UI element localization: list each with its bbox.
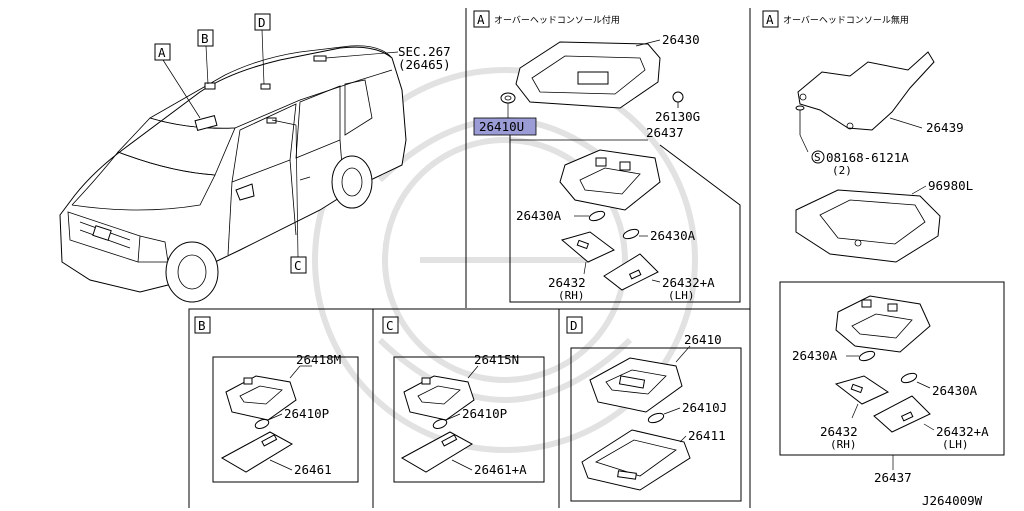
part-26418m: 26418M	[296, 352, 341, 367]
part-26130g: 26130G	[655, 109, 700, 124]
part-26410u: 26410U	[479, 119, 524, 134]
part-26461: 26461	[294, 462, 332, 477]
part-26410u-highlight[interactable]	[473, 117, 537, 136]
panel-a-letter: A	[477, 12, 485, 27]
part-26437: 26437	[646, 125, 684, 140]
panel-c-letter: C	[386, 318, 394, 333]
panel-frames	[188, 8, 751, 508]
part-26415n: 26415N	[474, 352, 519, 367]
panel-b-letter: B	[198, 318, 206, 333]
callout-c: C	[294, 258, 302, 273]
diagram-id: J264009W	[922, 493, 983, 508]
panel-a-without-console: A オーバーヘッドコンソール無用 26439 S 08168-6121A (2)…	[762, 10, 1005, 485]
panel-a2-letter: A	[766, 12, 774, 27]
part-26432a: 26432+A	[662, 275, 715, 290]
panel-a-caption: オーバーヘッドコンソール付用	[494, 15, 620, 26]
part-26410p-b: 26410P	[284, 406, 329, 421]
panel-d-letter: D	[570, 318, 578, 333]
part-26432: 26432	[548, 275, 586, 290]
part-26430: 26430	[662, 32, 700, 47]
callout-d: D	[258, 15, 266, 30]
part-26411: 26411	[688, 428, 726, 443]
part-26432-b-sub: (RH)	[830, 438, 857, 451]
panel-a-with-console: A オーバーヘッドコンソール付用 26430 26130G 26410U 264…	[473, 10, 741, 303]
panel-a2-caption: オーバーヘッドコンソール無用	[783, 14, 909, 26]
vehicle-drawing	[59, 45, 407, 303]
sec-ref-line2: (26465)	[398, 57, 451, 72]
part-26430a-left: 26430A	[516, 208, 562, 223]
part-26437-b: 26437	[874, 470, 912, 485]
vehicle-callouts: A B D C SEC.267 (26465)	[154, 13, 451, 274]
part-26432a-b-sub: (LH)	[942, 438, 969, 451]
part-26410p-c: 26410P	[462, 406, 507, 421]
part-26439: 26439	[926, 120, 964, 135]
part-bolt: 08168-6121A	[826, 150, 909, 165]
part-26461a: 26461+A	[474, 462, 527, 477]
part-26432a-sub: (LH)	[668, 289, 695, 302]
part-96980l: 96980L	[928, 178, 973, 193]
part-26430a-right: 26430A	[650, 228, 696, 243]
callout-b: B	[201, 31, 209, 46]
part-26410j: 26410J	[682, 400, 727, 415]
bolt-symbol: S	[814, 151, 821, 164]
part-26430a-b-left: 26430A	[792, 348, 838, 363]
part-26432-sub: (RH)	[558, 289, 585, 302]
part-bolt-qty: (2)	[832, 164, 852, 177]
part-26430a-b-right: 26430A	[932, 383, 978, 398]
panel-b: B 26418M 26410P 26461	[194, 316, 359, 483]
part-26432-b: 26432	[820, 424, 858, 439]
part-26432a-b: 26432+A	[936, 424, 989, 439]
panel-c: C 26415N 26410P 26461+A	[382, 316, 545, 483]
sec-ref-line1: SEC.267	[398, 44, 451, 59]
part-26410: 26410	[684, 332, 722, 347]
callout-a: A	[158, 45, 166, 60]
panel-d: D 26410 26410J 26411	[566, 316, 742, 502]
